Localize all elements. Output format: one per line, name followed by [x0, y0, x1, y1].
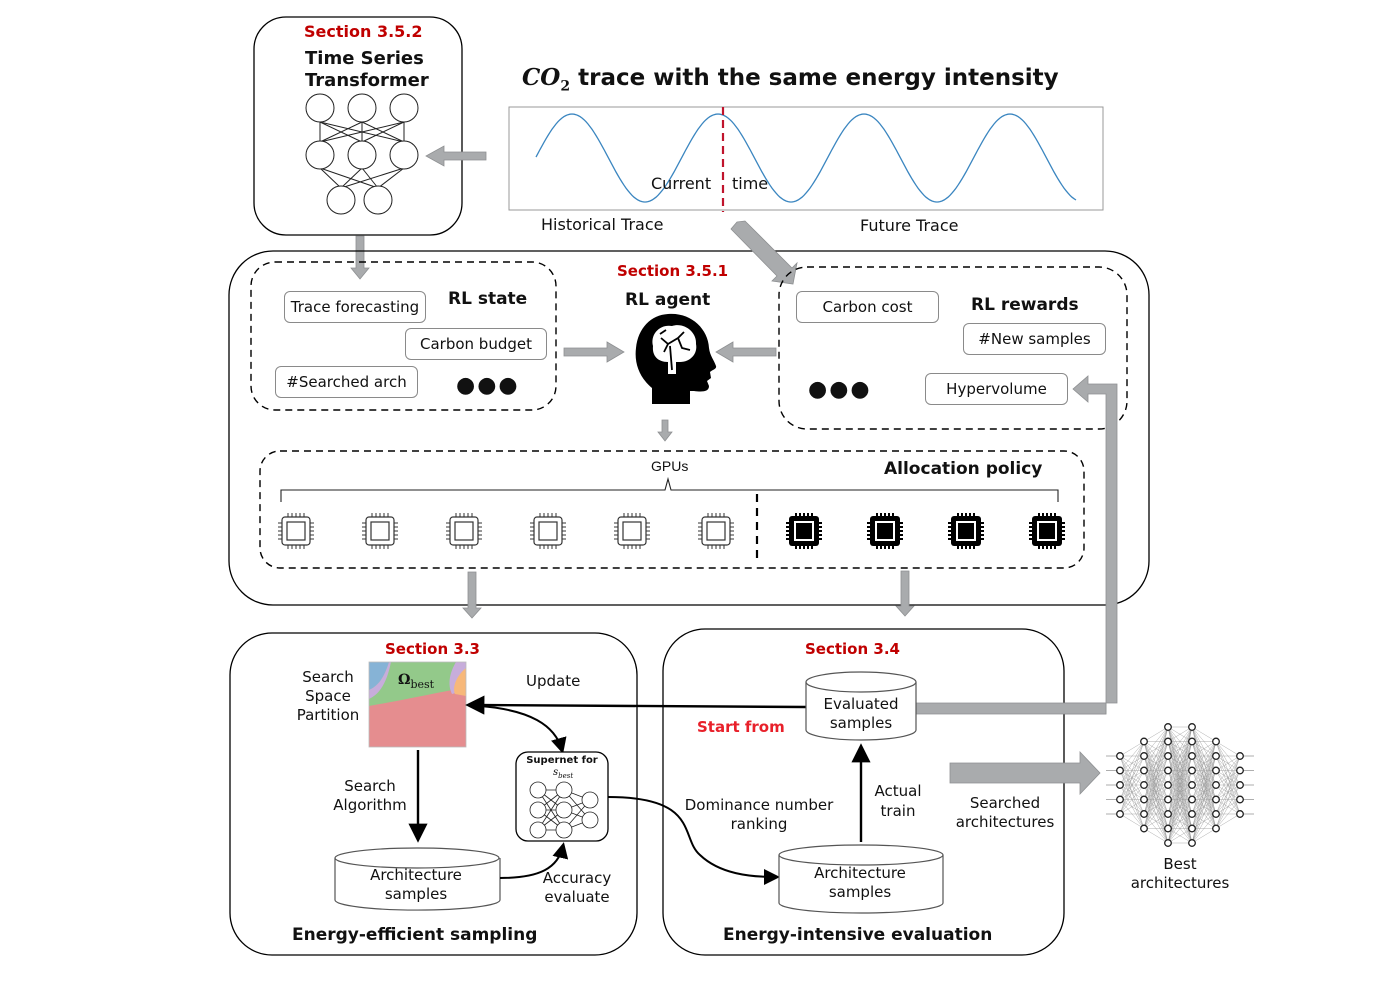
- supernet-variable: sbest: [553, 767, 573, 780]
- transformer-network-icon: [305, 93, 419, 215]
- searched-architectures-label-1: Searched: [969, 794, 1041, 812]
- co2-trace-line: [535, 113, 1077, 203]
- search-algorithm-label-1: Search: [344, 777, 396, 795]
- rl-panel: [228, 250, 1150, 606]
- trace-to-transformer-arrow: [425, 145, 487, 167]
- transformer-title-line1: Time Series: [305, 48, 424, 69]
- allocation-policy-title: Allocation policy: [884, 459, 1043, 479]
- allocation-to-sampling-arrow: [462, 571, 482, 619]
- evaluation-panel-footer: Energy-intensive evaluation: [723, 925, 993, 945]
- section-3-5-2-label: Section 3.5.2: [304, 22, 423, 41]
- accuracy-evaluate-arrow: [499, 842, 569, 879]
- historical-trace-label: Historical Trace: [541, 215, 664, 234]
- state-chip-searched-arch: #Searched arch: [275, 366, 418, 398]
- rl-state-title: RL state: [448, 289, 528, 309]
- section-3-4-label: Section 3.4: [805, 640, 900, 658]
- accuracy-label-2: evaluate: [544, 888, 610, 906]
- gpu-icon-sampling: [362, 513, 398, 549]
- dominance-ranking-arrow: [607, 796, 780, 885]
- sampling-panel-footer: Energy-efficient sampling: [292, 925, 538, 945]
- actual-train-label-2: train: [880, 802, 916, 820]
- section-3-5-1-label: Section 3.5.1: [617, 262, 729, 280]
- gpus-label: GPUs: [651, 458, 689, 474]
- rewards-to-agent-arrow: [715, 341, 777, 363]
- transformer-panel: [253, 16, 463, 236]
- gpu-icon-sampling: [530, 513, 566, 549]
- update-label: Update: [526, 672, 581, 690]
- evaluated-samples-label-2: samples: [829, 714, 893, 732]
- arch-samples-left-label-2: samples: [384, 885, 448, 903]
- gpu-icon-sampling: [278, 513, 314, 549]
- best-architectures-label-2: architectures: [1130, 874, 1230, 892]
- search-space-label-1: Search: [302, 668, 354, 686]
- reward-chip-hypervolume: Hypervolume: [925, 373, 1068, 405]
- best-architectures-label-1: Best: [1163, 855, 1197, 873]
- transformer-title-line2: Transformer: [305, 70, 429, 91]
- architecture-samples-db-left: [334, 847, 501, 911]
- transformer-to-state-arrow: [350, 235, 370, 280]
- arch-samples-right-label-2: samples: [828, 883, 892, 901]
- future-trace-label: Future Trace: [860, 216, 959, 235]
- omega-subscript: best: [410, 677, 435, 691]
- current-time-right-label: time: [732, 174, 769, 193]
- search-algorithm-label-2: Algorithm: [333, 796, 407, 814]
- evaluated-samples-db: [805, 671, 917, 741]
- omega-symbol: Ω: [398, 672, 411, 688]
- omega-best-label: Ωbest: [398, 672, 434, 691]
- gpus-brace: [280, 476, 1059, 502]
- section-3-3-label: Section 3.3: [385, 640, 480, 658]
- co2-trace-frame: [508, 106, 1104, 211]
- reward-chip-carbon-cost: Carbon cost: [796, 291, 939, 323]
- searched-architectures-label-2: architectures: [955, 813, 1055, 831]
- state-chip-carbon-budget: Carbon budget: [405, 328, 547, 360]
- supernet-title: Supernet for: [526, 755, 598, 766]
- rl-rewards-box: [778, 266, 1128, 430]
- brain-head-icon: [635, 313, 717, 404]
- supernet-var-symbol: s: [553, 767, 559, 778]
- rl-rewards-title: RL rewards: [971, 295, 1079, 315]
- gpu-row: [278, 513, 1065, 549]
- start-from-label: Start from: [697, 718, 785, 736]
- arch-samples-left-label-1: Architecture: [370, 866, 462, 884]
- searched-architectures-arrow: [949, 751, 1101, 795]
- state-to-agent-arrow: [563, 341, 625, 363]
- gpu-icon-sampling: [614, 513, 650, 549]
- co2-subscript: 2: [560, 78, 571, 95]
- gpu-icon-sampling: [446, 513, 482, 549]
- rewards-more-dots: ●●●: [808, 377, 872, 402]
- rl-agent-title: RL agent: [625, 290, 711, 310]
- reward-chip-new-samples: #New samples: [963, 323, 1106, 355]
- supernet-network-icon: [529, 781, 599, 839]
- search-space-label-3: Partition: [296, 706, 360, 724]
- trace-to-rewards-arrow: [730, 220, 798, 285]
- update-line: [465, 695, 807, 715]
- gpu-icon-evaluation: [786, 513, 822, 549]
- actual-train-label-1: Actual: [874, 782, 922, 800]
- dominance-label-1: Dominance number: [684, 796, 834, 814]
- allocation-to-evaluation-arrow: [895, 570, 915, 617]
- search-space-label-2: Space: [305, 687, 351, 705]
- co2-symbol: CO: [522, 64, 561, 91]
- state-chip-trace-forecasting: Trace forecasting: [284, 291, 426, 323]
- search-space-partition-image: [368, 661, 467, 748]
- dominance-label-2: ranking: [730, 815, 788, 833]
- current-time-left-label: Current: [651, 174, 712, 193]
- state-more-dots: ●●●: [456, 373, 520, 398]
- gpu-icon-evaluation: [867, 513, 903, 549]
- allocation-box: [259, 450, 1085, 569]
- co2-title-rest: trace with the same energy intensity: [570, 65, 1059, 91]
- co2-trace-title: CO2 trace with the same energy intensity: [522, 64, 1059, 95]
- gpu-icon-evaluation: [948, 513, 984, 549]
- gpu-icon-sampling: [698, 513, 734, 549]
- accuracy-label-1: Accuracy: [542, 869, 612, 887]
- best-architecture-network-icon: [1106, 723, 1254, 847]
- partition-supernet-arrow: [479, 705, 567, 754]
- evaluated-samples-label-1: Evaluated: [823, 695, 899, 713]
- supernet-var-subscript: best: [558, 772, 574, 780]
- gpu-icon-evaluation: [1029, 513, 1065, 549]
- architecture-samples-db-right: [778, 844, 944, 914]
- agent-to-allocation-arrow: [657, 419, 673, 442]
- arch-samples-right-label-1: Architecture: [814, 864, 906, 882]
